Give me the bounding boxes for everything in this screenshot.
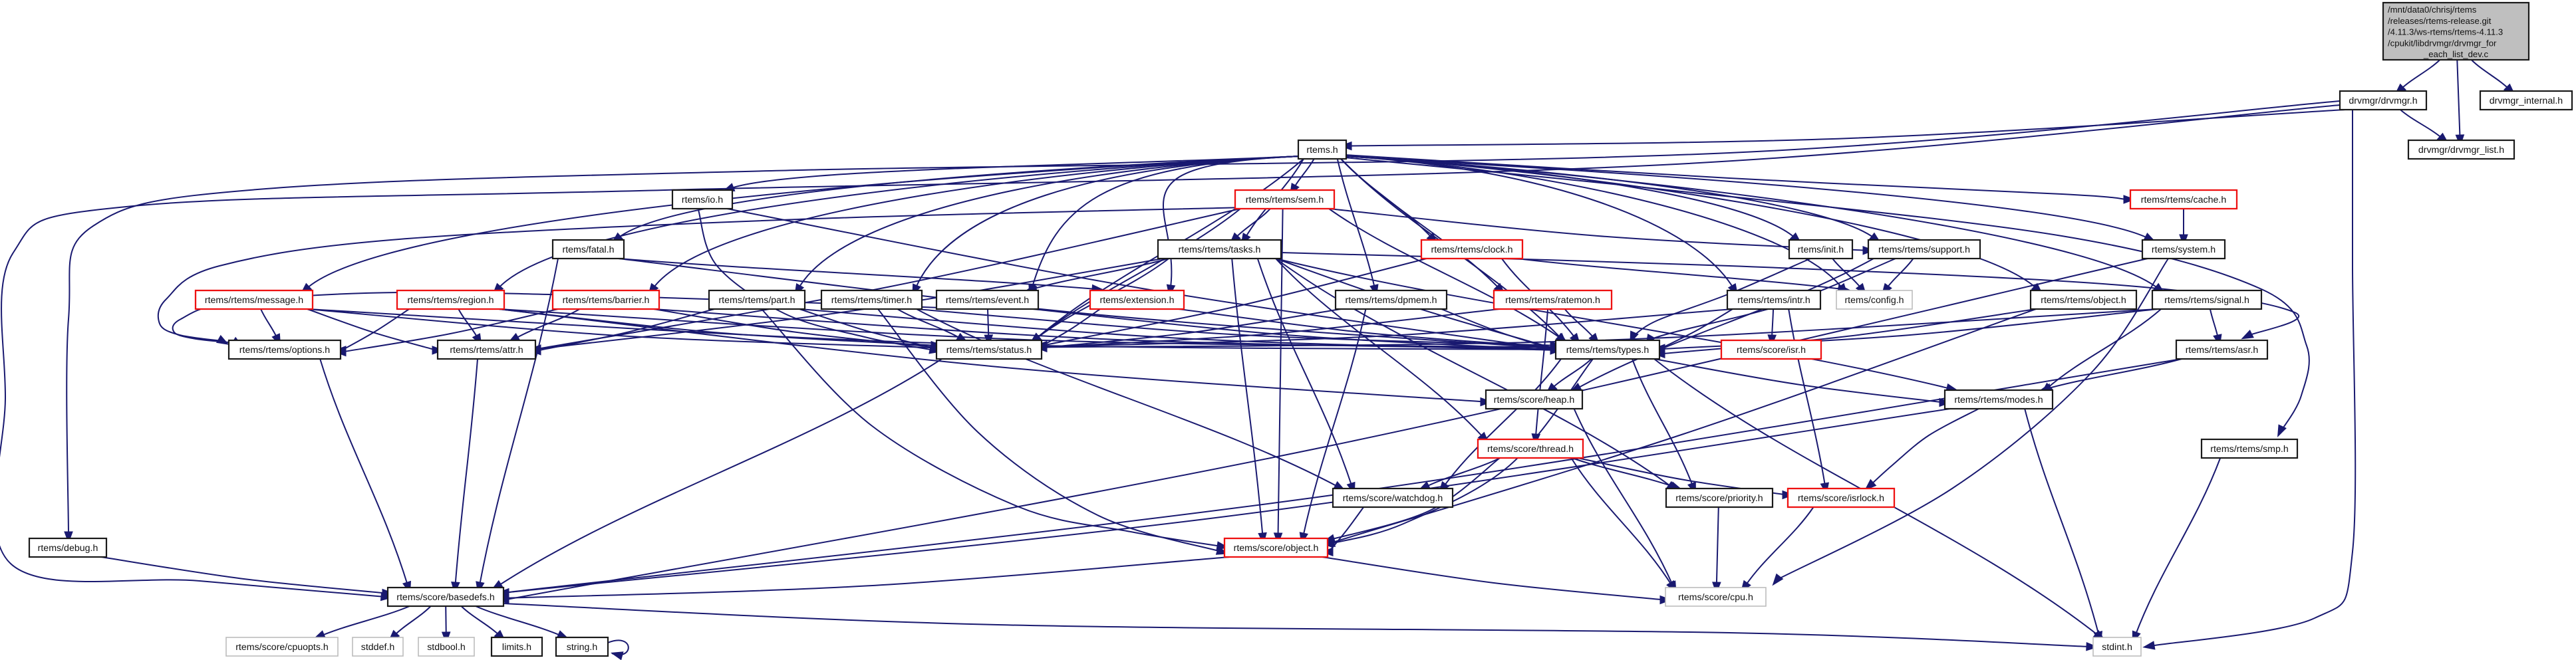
svg-text:rtems/rtems/part.h: rtems/rtems/part.h	[718, 295, 795, 306]
svg-text:rtems/rtems/types.h: rtems/rtems/types.h	[1566, 345, 1649, 356]
svg-text:rtems/rtems/signal.h: rtems/rtems/signal.h	[2164, 295, 2249, 306]
svg-text:rtems/score/priority.h: rtems/score/priority.h	[1675, 493, 1763, 504]
svg-text:string.h: string.h	[567, 642, 598, 653]
svg-text:rtems/rtems/ratemon.h: rtems/rtems/ratemon.h	[1505, 295, 1600, 306]
svg-text:rtems/system.h: rtems/system.h	[2152, 245, 2216, 255]
svg-text:/mnt/data0/chrisj/rtems: /mnt/data0/chrisj/rtems	[2388, 5, 2477, 15]
svg-text:rtems/rtems/message.h: rtems/rtems/message.h	[205, 295, 303, 306]
svg-text:limits.h: limits.h	[502, 642, 531, 653]
svg-text:rtems/rtems/modes.h: rtems/rtems/modes.h	[1954, 395, 2043, 405]
svg-text:rtems/rtems/cache.h: rtems/rtems/cache.h	[2141, 195, 2227, 205]
svg-text:rtems/rtems/object.h: rtems/rtems/object.h	[2041, 295, 2126, 306]
svg-text:rtems/score/watchdog.h: rtems/score/watchdog.h	[1343, 493, 1443, 504]
svg-text:rtems/io.h: rtems/io.h	[682, 195, 723, 205]
svg-text:rtems/fatal.h: rtems/fatal.h	[562, 245, 614, 255]
svg-text:rtems/extension.h: rtems/extension.h	[1100, 295, 1175, 306]
svg-text:rtems/rtems/support.h: rtems/rtems/support.h	[1878, 245, 1970, 255]
svg-text:rtems/score/isrlock.h: rtems/score/isrlock.h	[1798, 493, 1884, 504]
svg-text:rtems/config.h: rtems/config.h	[1844, 295, 1904, 306]
svg-text:rtems/rtems/region.h: rtems/rtems/region.h	[407, 295, 494, 306]
svg-text:/releases/rtems-release.git: /releases/rtems-release.git	[2388, 16, 2492, 26]
svg-text:rtems/rtems/intr.h: rtems/rtems/intr.h	[1737, 295, 1810, 306]
svg-text:stddef.h: stddef.h	[361, 642, 394, 653]
svg-text:rtems/rtems/options.h: rtems/rtems/options.h	[239, 345, 330, 356]
svg-text:drvmgr/drvmgr.h: drvmgr/drvmgr.h	[2349, 96, 2417, 106]
svg-text:rtems/rtems/asr.h: rtems/rtems/asr.h	[2186, 345, 2259, 356]
svg-text:/cpukit/libdrvmgr/drvmgr_for: /cpukit/libdrvmgr/drvmgr_for	[2388, 38, 2497, 48]
svg-text:rtems/score/cpu.h: rtems/score/cpu.h	[1678, 592, 1753, 603]
svg-text:rtems/score/thread.h: rtems/score/thread.h	[1487, 444, 1574, 455]
svg-text:/4.11.3/ws-rtems/rtems-4.11.3: /4.11.3/ws-rtems/rtems-4.11.3	[2388, 27, 2503, 37]
svg-text:rtems/init.h: rtems/init.h	[1798, 245, 1844, 255]
svg-text:drvmgr_internal.h: drvmgr_internal.h	[2490, 96, 2563, 106]
svg-text:rtems/rtems/barrier.h: rtems/rtems/barrier.h	[563, 295, 650, 306]
svg-text:rtems/rtems/status.h: rtems/rtems/status.h	[946, 345, 1032, 356]
svg-text:rtems.h: rtems.h	[1306, 145, 1338, 156]
svg-text:rtems/rtems/event.h: rtems/rtems/event.h	[946, 295, 1029, 306]
svg-text:rtems/rtems/timer.h: rtems/rtems/timer.h	[831, 295, 912, 306]
svg-text:rtems/rtems/tasks.h: rtems/rtems/tasks.h	[1179, 245, 1261, 255]
svg-text:drvmgr/drvmgr_list.h: drvmgr/drvmgr_list.h	[2418, 145, 2504, 156]
svg-text:rtems/score/cpuopts.h: rtems/score/cpuopts.h	[235, 642, 329, 653]
svg-text:stdbool.h: stdbool.h	[427, 642, 466, 653]
svg-text:_each_list_dev.c: _each_list_dev.c	[2423, 49, 2489, 59]
svg-text:rtems/rtems/attr.h: rtems/rtems/attr.h	[450, 345, 523, 356]
svg-text:rtems/score/object.h: rtems/score/object.h	[1234, 543, 1319, 554]
svg-text:rtems/rtems/sem.h: rtems/rtems/sem.h	[1246, 195, 1324, 205]
svg-text:rtems/score/isr.h: rtems/score/isr.h	[1737, 345, 1806, 356]
svg-text:rtems/debug.h: rtems/debug.h	[38, 543, 98, 554]
svg-text:rtems/score/basedefs.h: rtems/score/basedefs.h	[396, 592, 494, 603]
svg-text:rtems/score/heap.h: rtems/score/heap.h	[1494, 395, 1574, 405]
svg-text:rtems/rtems/smp.h: rtems/rtems/smp.h	[2210, 444, 2288, 455]
svg-text:rtems/rtems/clock.h: rtems/rtems/clock.h	[1431, 245, 1513, 255]
svg-text:stdint.h: stdint.h	[2102, 642, 2132, 653]
svg-text:rtems/rtems/dpmem.h: rtems/rtems/dpmem.h	[1346, 295, 1437, 306]
